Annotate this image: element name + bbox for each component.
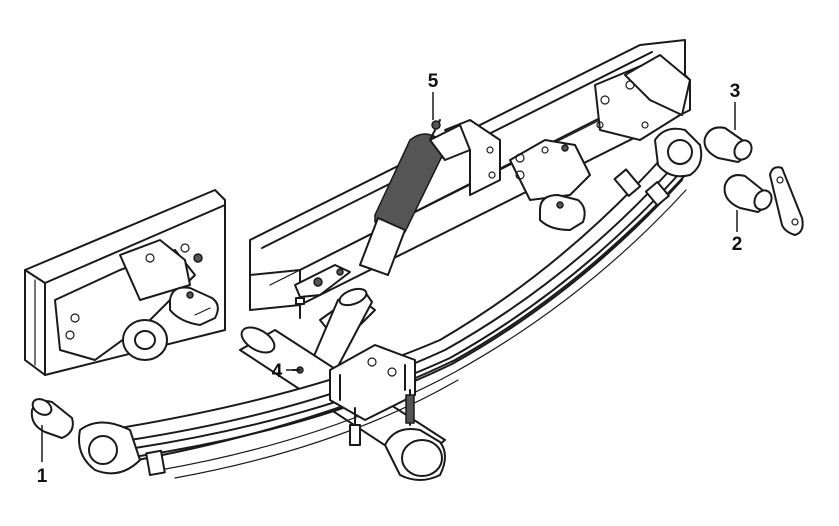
bushing-rear-lower <box>723 174 773 213</box>
left-bump-stop <box>169 286 219 326</box>
callout-leaders <box>41 92 738 462</box>
u-bolt-clamp <box>329 344 416 446</box>
rear-hanger-bracket <box>594 54 691 141</box>
front-spring-eye <box>78 421 141 475</box>
shackle-plate <box>769 166 804 236</box>
bushing-rear-upper <box>703 126 753 163</box>
callout-3: 3 <box>730 81 741 102</box>
callout-2: 2 <box>732 234 743 255</box>
center-bump-stop <box>539 194 586 231</box>
rear-spring-eye <box>654 127 703 178</box>
center-frame-bracket <box>509 139 591 201</box>
shock-upper-bracket <box>429 119 501 196</box>
bushing-front <box>30 398 74 439</box>
callout-1: 1 <box>37 466 48 487</box>
callout-4: 4 <box>272 361 283 382</box>
frame-plate-small <box>294 264 351 298</box>
callout-5: 5 <box>428 71 439 92</box>
small-bolt <box>295 297 305 319</box>
